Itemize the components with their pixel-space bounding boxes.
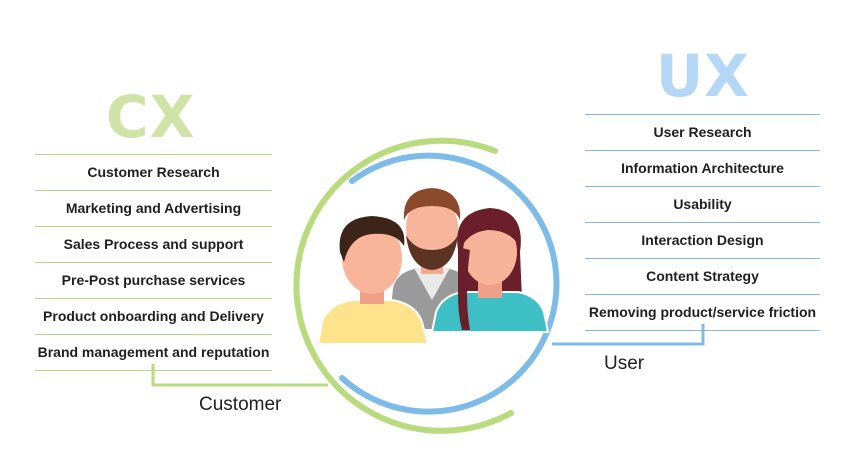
cx-ring [293,137,514,434]
cx-item: Brand management and reputation [35,335,272,371]
ux-item: Content Strategy [585,259,820,295]
cx-item: Product onboarding and Delivery [35,299,272,335]
young-man-icon [316,216,430,345]
ux-item: Removing product/service friction [585,295,820,331]
cx-item: Sales Process and support [35,227,272,263]
customer-connector-line [151,364,328,387]
cx-list: Customer Research Marketing and Advertis… [35,154,272,371]
ux-title: UX [656,42,750,110]
cx-item: Customer Research [35,155,272,191]
ux-ring [339,152,560,415]
cx-item: Pre-Post purchase services [35,263,272,299]
customer-label: Customer [199,394,282,415]
cx-title: CX [106,83,196,151]
ux-item: User Research [585,115,820,151]
ux-list: User Research Information Architecture U… [585,114,820,331]
people-illustration [316,188,550,345]
ux-item: Usability [585,187,820,223]
woman-icon [430,208,550,333]
ux-item: Information Architecture [585,151,820,187]
cx-item: Marketing and Advertising [35,191,272,227]
ux-item: Interaction Design [585,223,820,259]
user-label: User [604,353,645,374]
